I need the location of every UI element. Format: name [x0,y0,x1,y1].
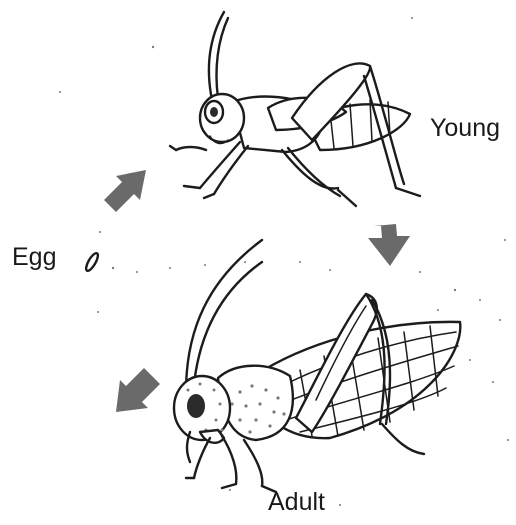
background-specks [59,17,509,506]
egg-illustration [84,252,100,273]
arrow-egg-to-young [104,170,146,212]
adult-grasshopper-illustration [174,240,460,492]
young-grasshopper-illustration [170,12,420,206]
arrow-adult-to-egg [116,368,160,412]
stage-label-egg: Egg [12,245,56,270]
stage-label-adult: Adult [268,490,325,515]
arrow-young-to-adult [368,224,410,266]
stage-label-young: Young [430,116,500,141]
